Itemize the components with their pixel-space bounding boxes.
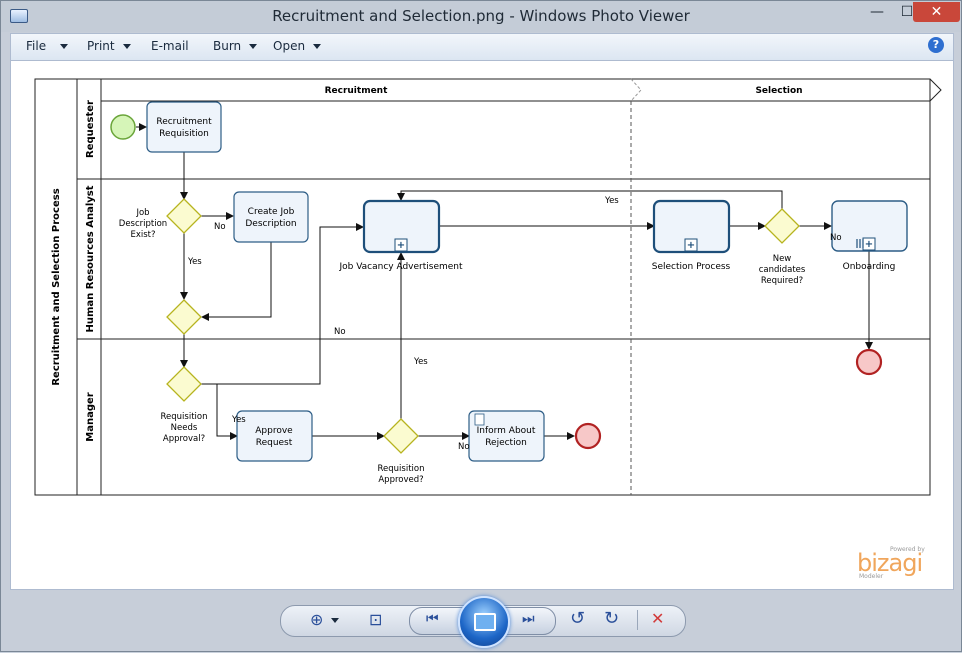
maximize-button[interactable]: ☐ — [900, 4, 914, 20]
modeler-text: Modeler — [859, 573, 884, 580]
task-recruitment-requisition: Recruitment Requisition — [146, 101, 222, 153]
gateway-requisition-needs-approval: Requisition Needs Approval? — [161, 366, 208, 444]
flow-label-yes: Yes — [604, 196, 619, 206]
task-label-line: Create Job — [248, 207, 295, 217]
menu-bar — [10, 33, 954, 61]
flow-label-no: No — [214, 222, 226, 232]
task-label-line: Selection Process — [652, 262, 731, 272]
task-selection-process: + Selection Process — [652, 199, 731, 272]
actual-size-icon[interactable]: ⊡ — [369, 610, 383, 629]
end-event-rejection — [574, 422, 602, 450]
flow-label-no: No — [830, 233, 842, 243]
menu-burn-chevron-down-icon[interactable] — [249, 44, 257, 49]
script-task-icon — [474, 413, 485, 426]
svg-text:Needs: Needs — [171, 423, 198, 433]
menu-print-chevron-down-icon[interactable] — [123, 44, 131, 49]
task-label-line: Request — [256, 438, 293, 448]
rotate-counterclockwise-icon[interactable]: ↺ — [570, 608, 586, 629]
svg-text:Required?: Required? — [761, 276, 803, 286]
flow-no-approval-to-advertisement — [201, 223, 364, 385]
task-create-job-description: Create Job Description — [233, 191, 309, 243]
flow-label-no: No — [334, 327, 346, 337]
slideshow-button[interactable] — [458, 596, 510, 648]
end-event-onboarding — [855, 348, 883, 376]
photo-viewer-app-icon — [10, 9, 28, 23]
menu-email[interactable]: E-mail — [151, 39, 189, 53]
svg-text:Approval?: Approval? — [163, 434, 205, 444]
svg-text:Approved?: Approved? — [378, 475, 423, 485]
svg-text:+: + — [687, 240, 695, 251]
flow-create-job-to-merge — [201, 242, 272, 321]
task-label-line: Job Vacancy Advertisement — [338, 262, 463, 272]
task-label-line: Onboarding — [843, 262, 896, 272]
svg-text:+: + — [865, 239, 873, 250]
toolbar-separator — [637, 610, 638, 630]
flow-candidates-yes-loop — [397, 190, 783, 209]
task-label-line: Rejection — [485, 438, 527, 448]
menu-burn[interactable]: Burn — [213, 39, 242, 53]
subprocess-plus-icon — [684, 238, 698, 252]
task-job-vacancy-advertisement: + Job Vacancy Advertisement — [338, 199, 463, 272]
zoom-chevron-down-icon[interactable] — [331, 618, 339, 623]
flow-label-yes: Yes — [187, 257, 202, 267]
phase-recruitment-label: Recruitment — [325, 86, 388, 96]
svg-text:Job: Job — [135, 208, 149, 218]
flow-label-no: No — [458, 442, 470, 452]
svg-text:Exist?: Exist? — [130, 230, 155, 240]
previous-icon[interactable]: ⏮ — [426, 611, 439, 627]
svg-text:Requisition: Requisition — [378, 464, 425, 474]
phase-selection-label: Selection — [755, 86, 802, 96]
menu-open-chevron-down-icon[interactable] — [313, 44, 321, 49]
next-icon[interactable]: ⏭ — [522, 611, 535, 627]
svg-text:candidates: candidates — [759, 265, 806, 275]
zoom-icon[interactable]: ⊕ — [310, 610, 324, 629]
gateway-merge — [166, 299, 202, 335]
menu-print[interactable]: Print — [87, 39, 115, 53]
menu-open[interactable]: Open — [273, 39, 306, 53]
rotate-clockwise-icon[interactable]: ↻ — [604, 608, 620, 629]
menu-file-chevron-down-icon[interactable] — [60, 44, 68, 49]
task-inform-about-rejection: Inform About Rejection — [468, 410, 545, 462]
delete-icon[interactable]: ✕ — [651, 609, 665, 628]
task-approve-request: Approve Request — [236, 410, 313, 462]
task-label-line: Requisition — [159, 129, 209, 139]
slideshow-icon — [474, 613, 496, 631]
multi-instance-icon — [856, 239, 864, 248]
flow-label-yes: Yes — [413, 357, 428, 367]
help-icon[interactable]: ? — [928, 37, 944, 53]
bizagi-logo: bizagi — [857, 549, 923, 577]
svg-text:+: + — [397, 240, 405, 251]
lane-manager-label: Manager — [85, 392, 96, 442]
minimize-button[interactable]: — — [870, 4, 884, 20]
window-title: Recruitment and Selection.png - Windows … — [272, 7, 690, 25]
gateway-job-description-exist: Job Description Exist? — [119, 198, 202, 240]
svg-text:New: New — [773, 254, 792, 264]
lane-requester-label: Requester — [85, 100, 96, 158]
gateway-new-candidates-required: New candidates Required? — [759, 208, 806, 286]
task-label-line: Description — [245, 219, 296, 229]
powered-by-text: Powered by — [890, 546, 925, 553]
task-onboarding: + Onboarding — [831, 200, 908, 272]
pool-label: Recruitment and Selection Process — [51, 188, 62, 385]
flow-approval-to-approve-request — [216, 384, 238, 440]
task-label-line: Approve — [255, 426, 293, 436]
subprocess-plus-icon — [394, 238, 408, 252]
start-event — [110, 114, 136, 140]
phase-chevron-2 — [929, 78, 942, 102]
flow-label-yes: Yes — [231, 415, 246, 425]
task-label-line: Recruitment — [156, 117, 212, 127]
close-button[interactable]: ✕ — [913, 2, 960, 22]
lane-hr-label: Human Resources Analyst — [85, 185, 96, 332]
svg-text:Description: Description — [119, 219, 167, 229]
svg-text:Requisition: Requisition — [161, 412, 208, 422]
title-bar: Recruitment and Selection.png - Windows … — [1, 1, 961, 32]
task-label-line: Inform About — [477, 426, 536, 436]
gateway-requisition-approved: Requisition Approved? — [378, 418, 425, 485]
menu-file[interactable]: File — [26, 39, 47, 53]
